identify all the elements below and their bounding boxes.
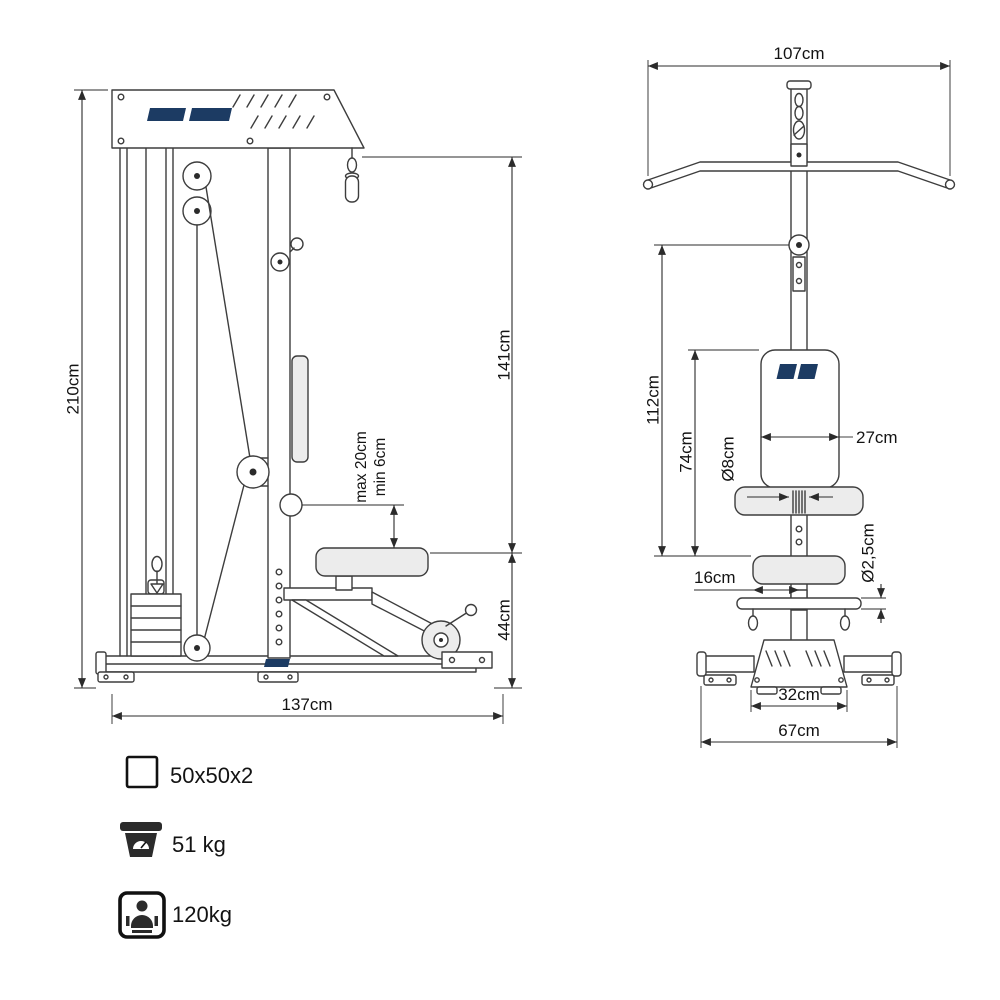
- brand-logo: [797, 364, 818, 379]
- base-wing: [701, 655, 755, 673]
- dim-inner-base-width: 32cm: [778, 685, 820, 704]
- dim-grip-diameter: Ø2,5cm: [858, 523, 877, 583]
- hook: [839, 615, 851, 631]
- carabiner: [346, 157, 358, 173]
- legend: 50x50x2 51 kg 120kg: [118, 755, 253, 939]
- main-column: [267, 147, 291, 659]
- lever-knob: [464, 603, 478, 617]
- chain-link: [794, 105, 804, 121]
- vent-slots: [232, 94, 297, 108]
- base-plate: [750, 639, 848, 688]
- dim-backrest-height: 74cm: [676, 431, 695, 473]
- dim-backrest-width: 27cm: [856, 428, 898, 447]
- dim-bar-width: 107cm: [773, 44, 824, 63]
- seat-arm: [283, 587, 373, 601]
- guide-rods: [119, 147, 174, 657]
- vent-slots: [765, 650, 831, 667]
- front-view-drawing: [95, 89, 493, 683]
- base-wing: [843, 655, 897, 673]
- brand-logo: [189, 108, 232, 121]
- dim-adjust-min: min 6cm: [372, 438, 389, 497]
- legend-item-max-user-weight: 120kg: [118, 891, 232, 939]
- brand-logo: [776, 364, 797, 379]
- rear-view-dimensions: 107cm 112cm 74cm Ø8cm 27cm 16cm Ø2,5cm 3…: [643, 44, 951, 748]
- carabiner: [792, 120, 806, 140]
- dim-adjust-max: max 20cm: [353, 431, 370, 503]
- pop-pin: [279, 493, 303, 517]
- foot-plate: [441, 651, 493, 669]
- legend-weight-label: 51 kg: [172, 832, 226, 857]
- weight-stack: [130, 593, 182, 657]
- head-plate: [111, 89, 365, 149]
- legend-max-user-label: 120kg: [172, 902, 232, 927]
- scale-icon: [120, 822, 162, 857]
- brand-logo: [264, 659, 290, 667]
- dim-grip-height: 141cm: [494, 329, 513, 380]
- rear-view-drawing: [642, 80, 956, 695]
- cable-grip-handle: [344, 175, 360, 203]
- knee-pad-rear: [752, 555, 846, 585]
- dim-seat-height: 44cm: [494, 599, 513, 641]
- cable: [203, 484, 245, 641]
- cable: [205, 186, 251, 459]
- legend-profile-label: 50x50x2: [170, 763, 253, 788]
- knee-pad-front: [291, 355, 309, 463]
- carabiner: [151, 555, 163, 573]
- dim-pulley-height: 112cm: [643, 375, 662, 425]
- dim-tube-diameter: Ø8cm: [718, 436, 737, 481]
- square-profile-icon: [125, 755, 159, 789]
- seat-pad: [315, 547, 429, 577]
- max-user-weight-icon: [118, 891, 166, 939]
- cable-anchor: [290, 237, 304, 251]
- stack-hook: [150, 583, 164, 594]
- front-view-dimensions: 210cm 141cm 44cm max 20cm min 6cm 137cm: [63, 89, 522, 724]
- brace: [291, 599, 399, 657]
- brand-logo: [147, 108, 186, 121]
- legend-item-weight: 51 kg: [120, 822, 226, 857]
- legend-item-profile: 50x50x2: [125, 755, 253, 789]
- adjust-lever: [445, 611, 469, 627]
- vent-slots: [250, 115, 315, 129]
- accessory-bar: [736, 597, 862, 610]
- dim-total-depth: 137cm: [281, 695, 332, 714]
- dim-total-height: 210cm: [63, 363, 82, 414]
- hook: [747, 615, 759, 631]
- dim-pad-offset: 16cm: [694, 568, 736, 587]
- dim-base-width: 67cm: [778, 721, 820, 740]
- foot-plate: [257, 671, 299, 683]
